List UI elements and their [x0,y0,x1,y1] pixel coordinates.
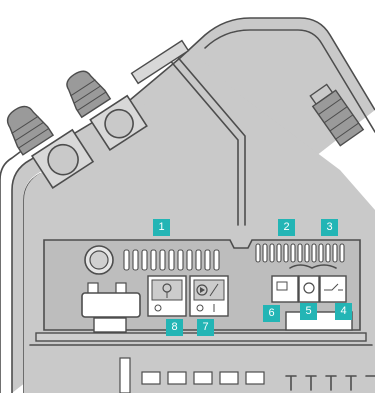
module-8 [148,276,186,316]
gland-right-rubber [60,65,110,117]
callout-7: 7 [197,319,214,336]
callout-5: 5 [300,303,317,320]
module-7 [190,276,228,316]
callout-4: 4 [335,303,352,320]
callout-6: 6 [263,305,280,322]
callout-1: 1 [153,219,170,236]
callout-8: 8 [166,319,183,336]
round-connector [85,246,113,274]
callout-2: 2 [278,219,295,236]
vent-slots-left [124,250,219,270]
callout-3: 3 [321,219,338,236]
